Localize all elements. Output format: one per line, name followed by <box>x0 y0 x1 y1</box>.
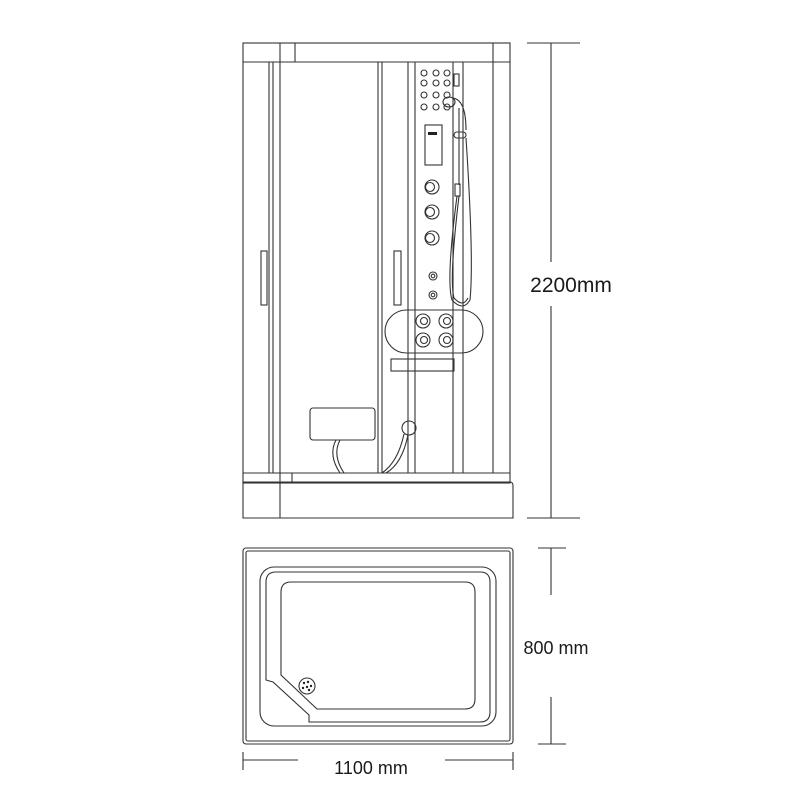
depth-dimension: 800 mm <box>523 547 589 745</box>
small-jets <box>428 271 438 300</box>
height-dimension: 2200mm <box>527 42 612 519</box>
massage-jet-panel <box>384 309 484 354</box>
width-label: 1100 mm <box>334 758 408 778</box>
seat <box>309 407 376 441</box>
shower-tray-base <box>242 481 514 519</box>
top-nozzles <box>420 69 451 111</box>
control-knobs <box>424 179 440 246</box>
front-view <box>242 42 514 519</box>
shelf <box>390 358 455 372</box>
bottom-fitting <box>401 420 417 436</box>
top-view-tray <box>242 547 514 745</box>
width-dimension: 1100 mm <box>242 752 514 778</box>
right-door-handle <box>393 250 402 306</box>
depth-label: 800 mm <box>523 638 588 658</box>
left-door-handle <box>260 250 268 306</box>
cabin-frame <box>242 42 511 484</box>
hand-shower <box>442 73 472 307</box>
control-display <box>424 124 443 166</box>
drain-icon <box>298 677 316 695</box>
frame-verticals <box>268 43 494 518</box>
height-label: 2200mm <box>530 274 612 297</box>
